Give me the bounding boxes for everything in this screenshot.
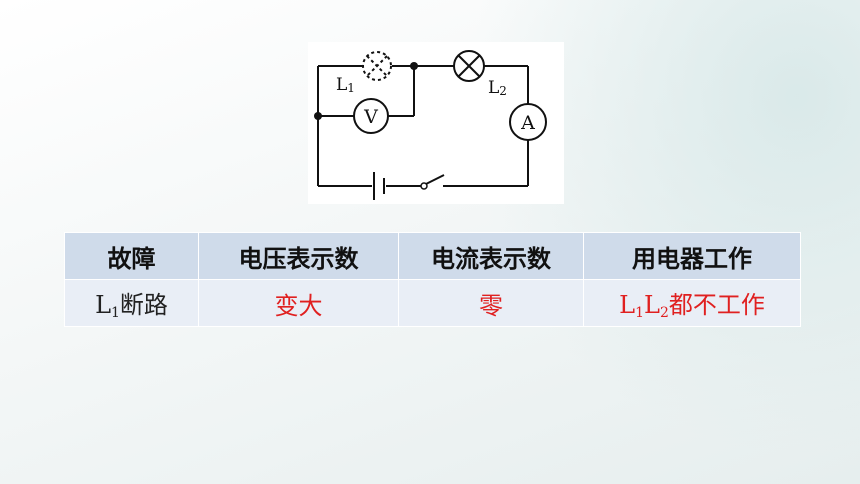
cell-current: 零: [398, 279, 584, 327]
fault-analysis-table: 故障 电压表示数 电流表示数 用电器工作 L1断路 变大 零 L1L2都不工作: [64, 232, 801, 327]
header-working: 用电器工作: [583, 232, 801, 280]
junction-top: [410, 62, 418, 70]
ammeter-icon: [509, 103, 547, 141]
voltmeter-symbol: V: [363, 106, 378, 128]
lamp-l1-broken-icon: [362, 51, 392, 81]
lamp1-label: L1: [336, 75, 355, 95]
circuit-diagram: V A L1 L2: [308, 42, 564, 204]
table-header-row: 故障 电压表示数 电流表示数 用电器工作: [64, 232, 801, 280]
cell-fault: L1断路: [64, 279, 199, 327]
header-voltage: 电压表示数: [198, 232, 399, 280]
lamp-l2-icon: [453, 50, 485, 82]
junction-left: [314, 112, 322, 120]
table-row: L1断路 变大 零 L1L2都不工作: [64, 279, 801, 327]
switch-contact: [420, 182, 428, 190]
header-fault: 故障: [64, 232, 199, 280]
cell-working: L1L2都不工作: [583, 279, 801, 327]
lamp2-label: L2: [488, 78, 507, 98]
voltmeter-icon: [353, 98, 389, 134]
switch-blade: [425, 174, 445, 185]
ammeter-symbol: A: [520, 112, 535, 134]
header-current: 电流表示数: [398, 232, 584, 280]
cell-voltage: 变大: [198, 279, 399, 327]
